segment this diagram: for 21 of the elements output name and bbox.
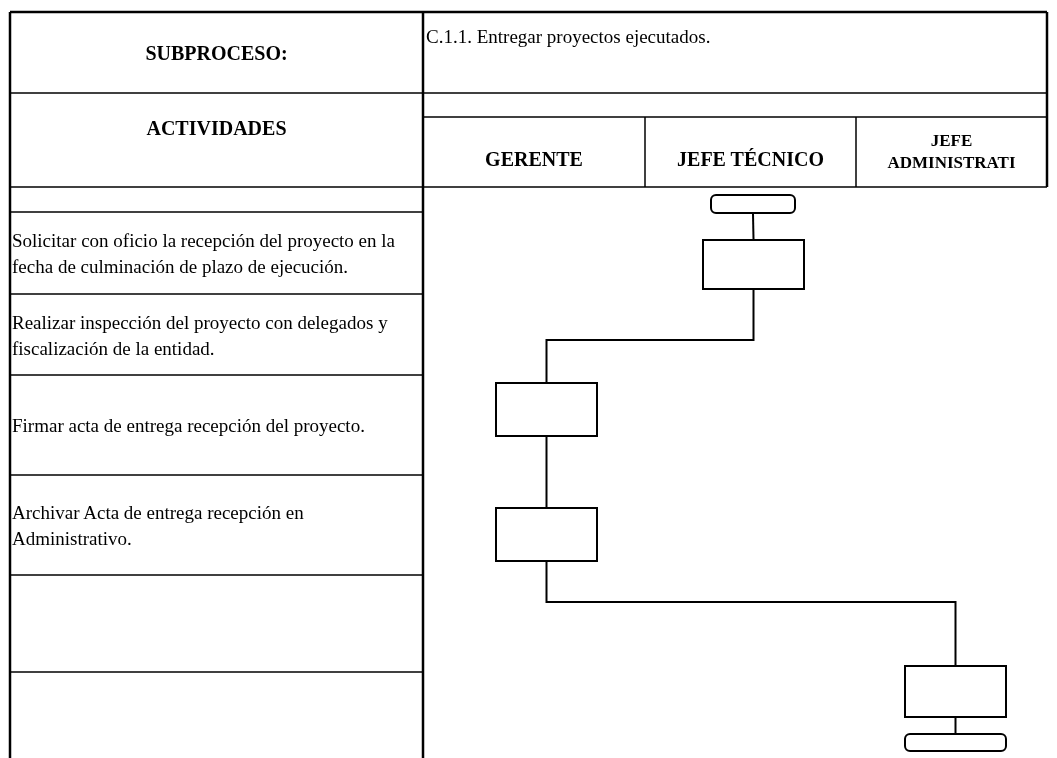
connector-line — [545, 289, 755, 383]
terminator-shape — [904, 733, 1007, 752]
process-box — [495, 507, 598, 562]
process-box — [904, 665, 1007, 718]
subprocess-title: C.1.1. Entregar proyectos ejecutados. — [426, 25, 711, 49]
activity-text: Archivar Acta de entrega recepción en Administrativo. — [12, 501, 305, 551]
activity-text: Solicitar con oficio la recepción del proyecto en la fecha de culminación de plazo de ejecución. — [12, 229, 396, 279]
lane-heading: JEFE ADMINISTRATI — [886, 130, 1017, 174]
lane-heading: JEFE TÉCNICO — [677, 147, 824, 172]
activity-text: Firmar acta de entrega recepción del proyecto. — [12, 414, 365, 438]
connector-line — [545, 561, 957, 666]
process-box — [495, 382, 598, 437]
activity-text: Realizar inspección del proyecto con delegados y fiscalización de la entidad. — [12, 310, 389, 361]
connector-line — [545, 436, 548, 508]
activities-heading: ACTIVIDADES — [146, 116, 287, 141]
terminator-shape — [710, 194, 796, 214]
connector-line — [954, 717, 957, 734]
subprocess-label: SUBPROCESO: — [145, 40, 288, 66]
lane-heading: GERENTE — [485, 147, 583, 172]
process-box — [702, 239, 805, 290]
connector-line — [752, 213, 755, 240]
